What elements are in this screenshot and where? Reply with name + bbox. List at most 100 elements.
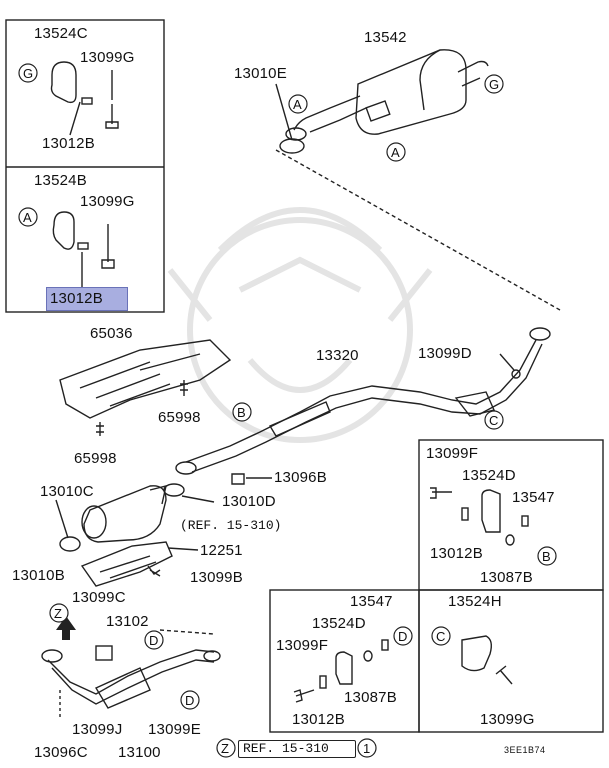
callout-c-label: C: [489, 413, 499, 428]
bracket-13102: [95, 645, 113, 661]
part-label-13547[interactable]: 13547: [350, 593, 393, 610]
part-label-13010c[interactable]: 13010C: [40, 483, 94, 500]
part-label-13096b[interactable]: 13096B: [274, 469, 327, 486]
gasket-13010d: [163, 483, 185, 497]
part-label-13096c[interactable]: 13096C: [34, 744, 88, 761]
stud-65998-a: [180, 380, 188, 396]
gasket-13010c: [59, 536, 81, 552]
catalytic-converter: [81, 485, 167, 543]
callout-d-label: D: [398, 629, 408, 644]
muffler-13542: [293, 49, 489, 135]
part-label-13099g[interactable]: 13099G: [80, 193, 135, 210]
hanger-13524d-m: [335, 651, 353, 685]
hanger-13524h: [461, 635, 493, 672]
callout-c-label: C: [436, 629, 446, 644]
inset-box-top-left: [5, 19, 165, 313]
part-label-65998[interactable]: 65998: [74, 450, 117, 467]
callout-one-label: 1: [363, 741, 371, 756]
callout-b-label: B: [237, 405, 246, 420]
hanger-13524d-r: [481, 489, 501, 533]
heat-shield-12251: [80, 541, 173, 587]
callout-a-label: A: [391, 145, 400, 160]
arrow-z-up-icon: [56, 616, 76, 640]
gasket-13010b: [41, 649, 63, 663]
dashed-line-main: [275, 149, 561, 311]
part-label-13524h[interactable]: 13524H: [448, 593, 502, 610]
callout-d-label: D: [185, 693, 195, 708]
callout-d-label: D: [149, 633, 159, 648]
callout-a-2: [288, 94, 308, 114]
part-label-13524b[interactable]: 13524B: [34, 172, 87, 189]
stud-65998-b: [96, 422, 104, 436]
part-label-65998[interactable]: 65998: [158, 409, 201, 426]
part-label-13547[interactable]: 13547: [512, 489, 555, 506]
part-label-13087b[interactable]: 13087B: [344, 689, 397, 706]
callout-b-2: [537, 546, 557, 566]
reference-15-310[interactable]: (REF. 15-310): [180, 518, 282, 533]
center-pipe-13320: [185, 327, 551, 473]
callout-z-1: [49, 603, 69, 623]
callout-d-2: [144, 630, 164, 650]
callout-b-1: [232, 402, 252, 422]
clamp-13099d: [511, 369, 521, 379]
callout-a-3: [386, 142, 406, 162]
part-label-13524c[interactable]: 13524C: [34, 25, 88, 42]
part-label-12251[interactable]: 12251: [200, 542, 243, 559]
heat-shield-65036: [59, 339, 232, 419]
callout-z-2: [216, 738, 236, 758]
part-label-13012b[interactable]: 13012B: [430, 545, 483, 562]
callout-z-label: Z: [54, 606, 63, 621]
inset-box-right: [418, 439, 604, 591]
part-label-13099g[interactable]: 13099G: [480, 711, 535, 728]
callout-g-1: [18, 63, 38, 83]
part-label-13099g[interactable]: 13099G: [80, 49, 135, 66]
reference-15-310-bottom[interactable]: REF. 15-310: [238, 740, 356, 758]
part-label-65036[interactable]: 65036: [90, 325, 133, 342]
part-label-13102[interactable]: 13102: [106, 613, 149, 630]
callout-d-3: [180, 690, 200, 710]
part-label-13524d[interactable]: 13524D: [312, 615, 366, 632]
hanger-13524b: [52, 211, 75, 250]
callout-a-label: A: [293, 97, 302, 112]
part-label-13320[interactable]: 13320: [316, 347, 359, 364]
callout-b-label: B: [542, 549, 551, 564]
callout-a-label: A: [23, 210, 32, 225]
callout-c-2: [431, 626, 451, 646]
part-label-13012b-highlighted[interactable]: 13012B: [50, 290, 103, 307]
watermark-logo: [167, 207, 433, 443]
bolt-13099f-m: [293, 689, 315, 703]
washer-13087b-m: [363, 650, 373, 662]
bolt-13099f-r: [430, 487, 452, 499]
part-label-13524d[interactable]: 13524D: [462, 467, 516, 484]
gasket-13010e: [279, 138, 305, 154]
part-label-13100[interactable]: 13100: [118, 744, 161, 761]
bolt-13099g-r: [495, 665, 513, 685]
part-label-13010d[interactable]: 13010D: [222, 493, 276, 510]
part-label-13012b[interactable]: 13012B: [42, 135, 95, 152]
inset-box-bottom-right: [418, 589, 604, 733]
part-label-13010e[interactable]: 13010E: [234, 65, 287, 82]
part-label-13099e[interactable]: 13099E: [148, 721, 201, 738]
callout-g-label: G: [489, 77, 500, 92]
callout-d-1: [393, 626, 413, 646]
hanger-13524c: [50, 61, 77, 104]
part-label-13099d[interactable]: 13099D: [418, 345, 472, 362]
highlighted-part-13012b[interactable]: [46, 287, 128, 311]
washer-13087b-r: [505, 534, 515, 546]
callout-a-1: [18, 207, 38, 227]
part-label-13012b[interactable]: 13012B: [292, 711, 345, 728]
part-label-13099c[interactable]: 13099C: [72, 589, 126, 606]
callout-g-label: G: [23, 66, 34, 81]
part-label-13087b[interactable]: 13087B: [480, 569, 533, 586]
part-label-13099f[interactable]: 13099F: [276, 637, 329, 654]
front-pipe-13100: [47, 649, 221, 709]
bolt-top: [105, 104, 119, 129]
part-label-13542[interactable]: 13542: [364, 29, 407, 46]
gasket-13096b: [175, 461, 197, 475]
part-label-13099f[interactable]: 13099F: [426, 445, 479, 462]
callout-c-1: [484, 410, 504, 430]
part-label-13099j[interactable]: 13099J: [72, 721, 123, 738]
diagram-code: 3EE1B74: [504, 745, 546, 755]
part-label-13099b[interactable]: 13099B: [190, 569, 243, 586]
part-label-13010b[interactable]: 13010B: [12, 567, 65, 584]
